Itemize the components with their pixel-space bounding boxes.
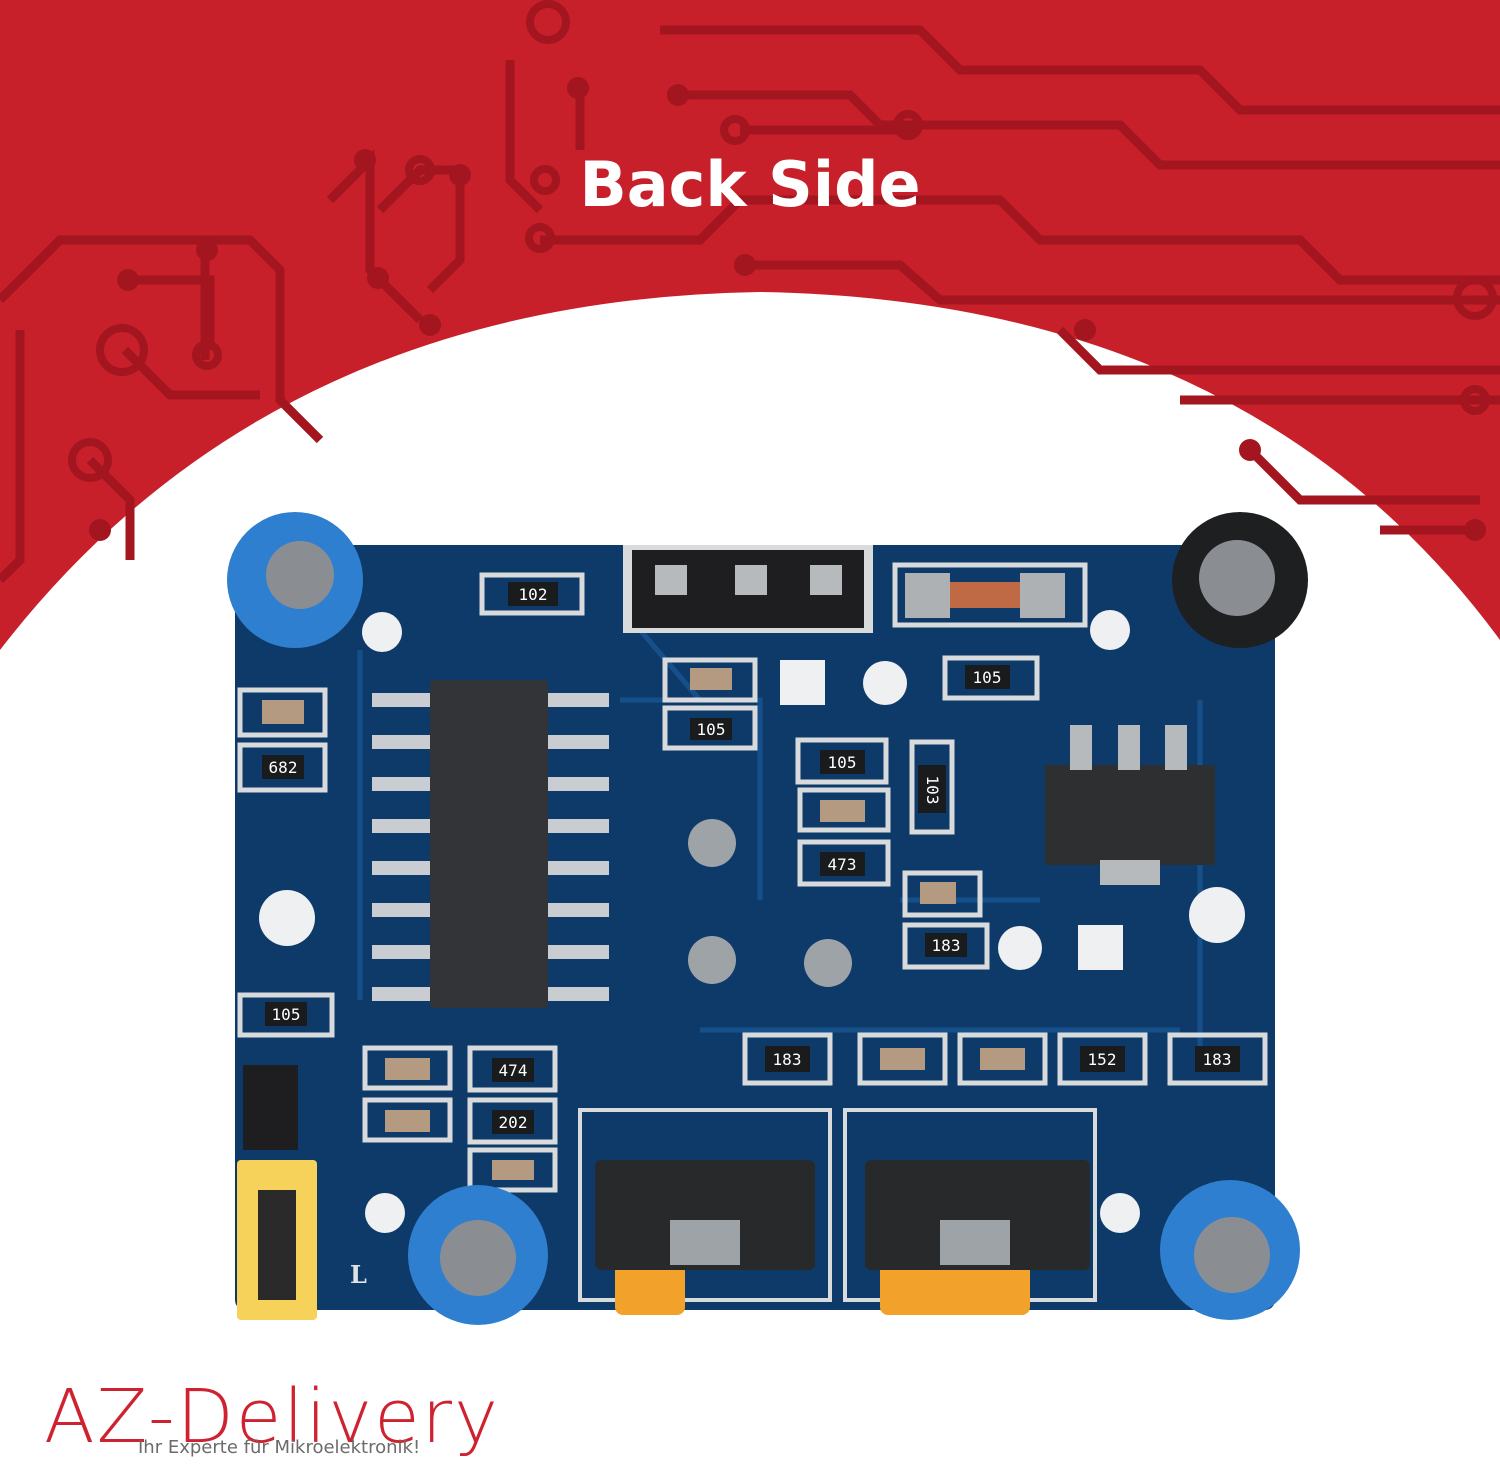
ic-chip bbox=[430, 680, 548, 1008]
resistor-label: 183 bbox=[932, 936, 961, 955]
smd-resistors: 102 682 105 105 105 103 473 183 105 474 … bbox=[237, 572, 1268, 1193]
potentiometers bbox=[578, 1108, 1097, 1315]
resistor-label: 183 bbox=[1203, 1050, 1232, 1069]
resistor-label: 152 bbox=[1088, 1050, 1117, 1069]
resistor-label: 105 bbox=[828, 753, 857, 772]
brand-name: AZ-Delivery bbox=[44, 1374, 500, 1460]
resistor-label: 105 bbox=[272, 1005, 301, 1024]
brand-tagline: Ihr Experte für Mikroelektronik! bbox=[138, 1437, 421, 1458]
silkscreen-marking: L bbox=[350, 1260, 367, 1289]
resistor-label: 202 bbox=[499, 1113, 528, 1132]
resistor-label: 102 bbox=[519, 585, 548, 604]
resistor-label: 183 bbox=[773, 1050, 802, 1069]
resistor-label: 473 bbox=[828, 855, 857, 874]
resistor-label: 682 bbox=[269, 758, 298, 777]
resistor-label: 474 bbox=[499, 1061, 528, 1080]
circuit-pattern bbox=[0, 25, 1500, 584]
page-title: Back Side bbox=[579, 148, 921, 221]
circuit-pads bbox=[89, 77, 1486, 541]
brand-logo: AZ-Delivery Ihr Experte für Mikroelektro… bbox=[44, 1374, 514, 1463]
electrolytic-capacitors bbox=[227, 512, 1308, 1325]
resistor-label: 105 bbox=[973, 668, 1002, 687]
resistor-label: 103 bbox=[923, 776, 942, 805]
resistor-label: 105 bbox=[697, 720, 726, 739]
pir-sensor-pcb: 102 682 105 105 105 103 473 183 105 474 … bbox=[227, 512, 1308, 1325]
